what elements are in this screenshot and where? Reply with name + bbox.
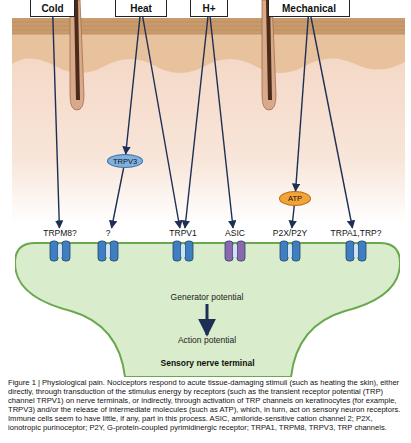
stimulus-box: H+	[190, 0, 228, 17]
node-text: Mechanical	[282, 3, 336, 14]
node-text: ATP	[288, 194, 302, 203]
ion-channel: ?	[86, 228, 130, 264]
channel-pore	[233, 245, 237, 257]
connector-arrow	[143, 17, 180, 228]
channel-symbol	[96, 239, 120, 263]
figure-caption: Figure 1 | Physiological pain. Nocicepto…	[8, 378, 406, 433]
node-text: Cold	[41, 3, 63, 14]
connector-arrow	[206, 304, 209, 335]
node-text: Action potential	[178, 335, 236, 345]
channel-symbol	[223, 239, 247, 263]
ion-channel: TRPM8?	[38, 228, 82, 264]
node-text: H+	[202, 3, 215, 14]
channel-label: P2X/P2Y	[268, 228, 312, 238]
stimulus-box: Mechanical	[268, 0, 350, 17]
connector-arrow	[185, 17, 208, 228]
terminal-label: Sensory nerve terminal	[15, 358, 400, 368]
channel-subunit	[98, 241, 106, 261]
channel-subunit	[173, 241, 181, 261]
node-text: Heat	[130, 3, 152, 14]
connector-arrow	[126, 17, 140, 154]
stimulus-box: Cold	[30, 0, 75, 17]
channel-symbol	[48, 239, 72, 263]
connector-arrow	[210, 17, 233, 228]
channel-subunit	[292, 241, 300, 261]
connector-arrow	[53, 17, 60, 228]
channel-pore	[288, 245, 292, 257]
channel-subunit	[346, 241, 354, 261]
channel-pore	[181, 245, 185, 257]
channel-label: TRPA1,TRP?	[328, 228, 384, 238]
ion-channel: TRPV1	[161, 228, 205, 264]
terminal-membrane	[15, 243, 400, 377]
channel-subunit	[185, 241, 193, 261]
channel-subunit	[237, 241, 245, 261]
connector-arrow	[292, 206, 294, 228]
stimulus-box: Heat	[115, 0, 167, 17]
connector-arrow	[296, 17, 309, 191]
connector-arrow	[311, 17, 352, 228]
node-text: TRPV3	[113, 157, 137, 166]
channel-symbol	[344, 239, 368, 263]
ion-channel: ASIC	[213, 228, 257, 264]
channel-pore	[58, 245, 62, 257]
channel-subunit	[280, 241, 288, 261]
channel-symbol	[171, 239, 195, 263]
channel-subunit	[50, 241, 58, 261]
connector-arrow	[112, 168, 124, 228]
channel-subunit	[110, 241, 118, 261]
channel-label: TRPV1	[161, 228, 205, 238]
potential-label: Action potential	[147, 335, 267, 347]
node-text: Generator potential	[171, 292, 244, 302]
channel-label: ASIC	[213, 228, 257, 238]
channel-label: TRPM8?	[38, 228, 82, 238]
channel-label: ?	[86, 228, 130, 238]
channel-pore	[106, 245, 110, 257]
ion-channel: P2X/P2Y	[268, 228, 312, 264]
keratinocyte-channel: TRPV3	[107, 154, 143, 168]
ion-channel: TRPA1,TRP?	[328, 228, 384, 264]
channel-subunit	[62, 241, 70, 261]
atp-molecule: ATP	[279, 191, 311, 206]
potential-label: Generator potential	[147, 292, 267, 304]
nerve-terminal: Sensory nerve terminal TRPM8?? TRPV1 ASIC P2…	[15, 225, 400, 377]
channel-subunit	[358, 241, 366, 261]
channel-pore	[354, 245, 358, 257]
channel-subunit	[225, 241, 233, 261]
channel-symbol	[278, 239, 302, 263]
